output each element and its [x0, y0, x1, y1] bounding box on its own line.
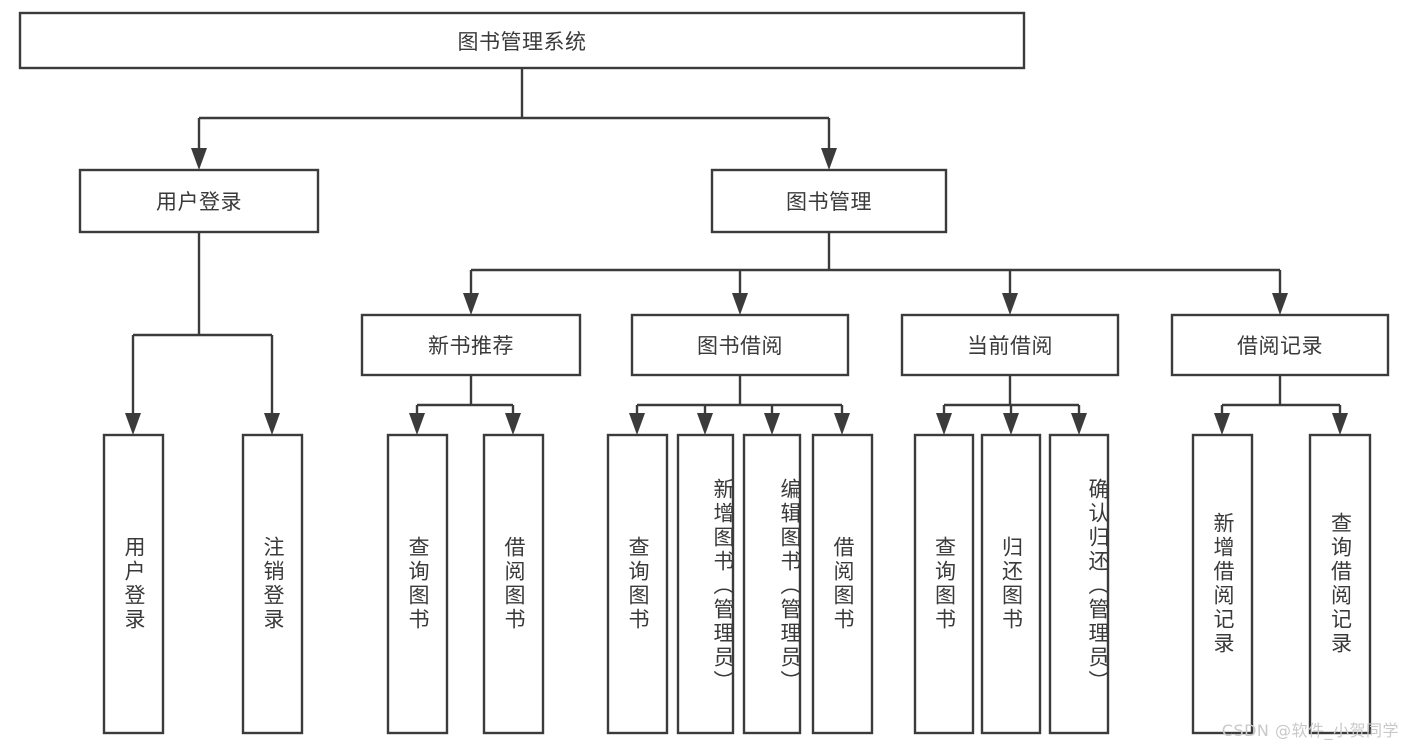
node-box-book-borrow[interactable] — [630, 313, 850, 377]
arrow-to-leaf-return-book — [1003, 413, 1019, 435]
arrow-to-leaf-confirm-return-admin — [1071, 413, 1087, 435]
arrow-to-leaf-query-borrow-record — [1332, 413, 1348, 435]
arrow-to-new-book-recommend — [463, 293, 479, 315]
arrow-to-book-manage — [821, 148, 837, 170]
node-box-leaf-return-book[interactable] — [980, 433, 1042, 735]
node-box-leaf-edit-book-admin[interactable] — [742, 433, 802, 735]
arrow-to-current-borrow — [1002, 293, 1018, 315]
node-box-leaf-query-borrow-record[interactable] — [1308, 433, 1372, 735]
node-box-leaf-query-book-rec[interactable] — [386, 433, 449, 735]
arrow-to-borrow-record — [1272, 293, 1288, 315]
arrow-to-leaf-user-login — [125, 413, 141, 435]
node-box-leaf-add-book-admin[interactable] — [676, 433, 735, 735]
node-box-book-manage[interactable] — [710, 168, 948, 234]
node-box-current-borrow[interactable] — [900, 313, 1120, 377]
node-box-leaf-confirm-return-admin[interactable] — [1048, 433, 1110, 735]
node-box-leaf-query-book-borrow[interactable] — [606, 433, 669, 735]
node-box-user-login[interactable] — [78, 168, 320, 234]
node-box-borrow-record[interactable] — [1170, 313, 1390, 377]
arrow-to-leaf-query-book-rec — [409, 413, 425, 435]
arrow-to-leaf-add-book-admin — [697, 413, 713, 435]
arrow-to-leaf-borrow-book-rec — [505, 413, 521, 435]
arrow-to-leaf-edit-book-admin — [764, 413, 780, 435]
node-box-leaf-borrow-book[interactable] — [811, 433, 874, 735]
arrow-to-leaf-user-logout — [264, 413, 280, 435]
node-box-leaf-add-borrow-record[interactable] — [1191, 433, 1254, 735]
arrow-to-leaf-borrow-book — [834, 413, 850, 435]
arrow-to-leaf-query-book-cur — [936, 413, 952, 435]
node-box-root[interactable] — [18, 11, 1026, 70]
arrow-to-leaf-query-book-borrow — [629, 413, 645, 435]
arrow-to-user-login — [191, 148, 207, 170]
arrow-to-book-borrow — [732, 293, 748, 315]
node-box-new-book-recommend[interactable] — [360, 313, 582, 377]
node-box-leaf-user-logout[interactable] — [241, 433, 304, 735]
node-box-leaf-borrow-book-rec[interactable] — [482, 433, 545, 735]
node-box-leaf-query-book-cur[interactable] — [913, 433, 975, 735]
node-box-leaf-user-login[interactable] — [102, 433, 165, 735]
arrow-to-leaf-add-borrow-record — [1214, 413, 1230, 435]
